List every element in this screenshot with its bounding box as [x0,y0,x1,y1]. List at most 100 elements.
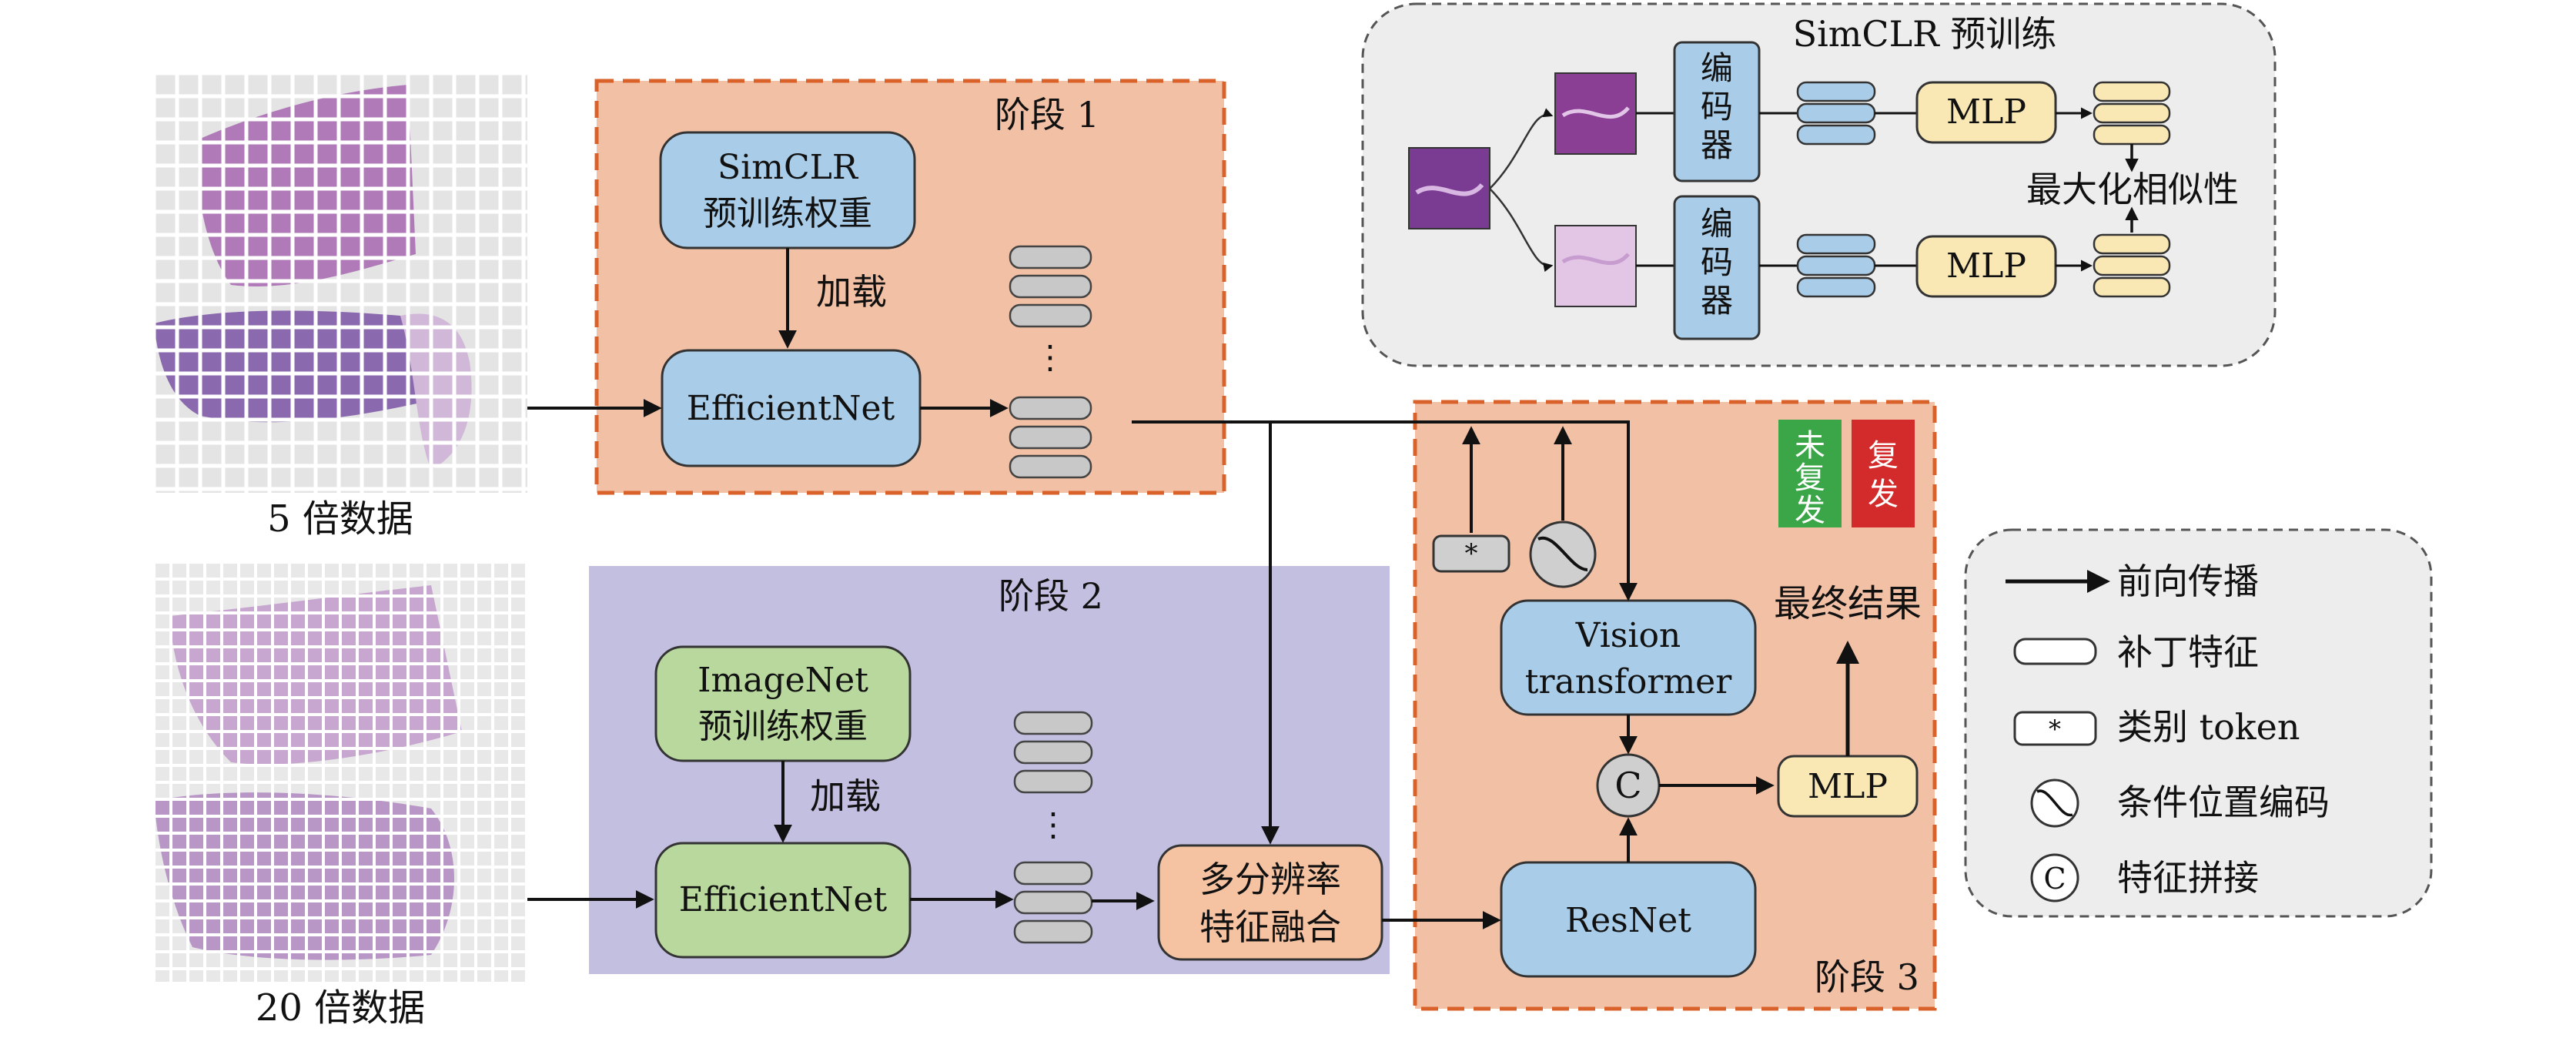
legend-concat-symbol: C [2043,862,2066,896]
vit-line2: transformer [1525,662,1732,701]
augment-arrow [1489,188,1554,273]
stage2-title: 阶段 2 [999,575,1103,617]
no-recurrence-char: 未 [1795,428,1825,464]
stage1-to-vit-arrow [1132,420,1638,601]
maximize-similarity-label: 最大化相似性 [2026,169,2239,210]
feature-token [1796,124,1876,146]
simclr-panel: SimCLR 预训练 编 码 器 编 码 器 MLP [1361,2,2277,367]
pos-encoding-wave [2036,789,2073,817]
patch-feature-token [1009,303,1092,328]
stage1-panel: 阶段 1 SimCLR 预训练权重 加载 EfficientNet ⋮ [594,79,1226,495]
projection-token [2093,124,2171,146]
fusion-line1: 多分辨率 [1199,859,1341,900]
fusion-line2: 特征融合 [1199,906,1341,948]
recurrence-char: 发 [1868,477,1899,512]
feature-token [1796,81,1876,102]
low-mag-slide: 5 倍数据 [154,73,527,541]
encoder-char: 器 [1701,126,1733,164]
patch-grid [154,562,527,982]
legend-patch-feature-label: 补丁特征 [2117,631,2259,673]
stage3-mlp-label: MLP [1808,767,1888,806]
encoder-char: 码 [1701,88,1733,126]
stage3-title: 阶段 3 [1815,956,1919,998]
legend-forward-label: 前向传播 [2117,561,2259,602]
feature-token [1796,255,1876,276]
patch-feature-token [1009,396,1092,420]
no-recurrence-char: 发 [1795,493,1825,528]
pos-encoding-wave [1537,536,1588,571]
legend-border [1964,528,2433,918]
patch-feature-token [1009,454,1092,479]
concat-icon [2030,853,2079,902]
patch-texture [1415,182,1484,196]
stage1-efficientnet-label: EfficientNet [687,389,895,428]
patch-texture [1561,106,1630,119]
imagenet-weights-line2: 预训练权重 [698,707,868,746]
feature-token [1796,233,1876,255]
simclr-mlp-label: MLP [1946,92,2026,132]
stage1-load-label: 加载 [816,271,887,313]
patch-feature-token [1013,740,1093,765]
high-mag-slide: 20 倍数据 [154,562,527,1030]
projection-token [2093,255,2171,276]
connectors [1132,420,1638,929]
patch-feature-token [1013,890,1093,915]
projection-token [2093,102,2171,124]
patch-feature-token [1013,769,1093,794]
legend-class-token-symbol: * [2049,715,2061,744]
encoder-box [1673,41,1761,182]
encoder-char: 码 [1701,243,1733,281]
legend-class-token-label: 类别 token [2117,706,2300,748]
projection-token [2093,81,2171,102]
legend-concat-label: 特征拼接 [2117,857,2259,899]
stage3-panel: 阶段 3 * Vision transformer C ResNet MLP 未… [1413,400,1937,1011]
high-mag-caption: 20 倍数据 [256,986,425,1030]
patch-feature-icon [2013,638,2097,665]
patch-feature-token [1009,245,1092,270]
no-recurrence-char: 复 [1795,460,1825,496]
patch-feature-token [1013,861,1093,886]
recurrence-char: 复 [1868,438,1899,474]
low-mag-caption: 5 倍数据 [267,497,413,541]
stage2-load-label: 加载 [810,775,881,817]
class-token-icon [2013,711,2097,746]
legend: 前向传播 补丁特征 * 类别 token 条件位置编码 C 特征拼接 [1964,528,2433,918]
simclr-weights-line2: 预训练权重 [703,194,872,233]
stage2-efficientnet-label: EfficientNet [679,880,888,919]
simclr-mlp-label: MLP [1946,246,2026,286]
patch-feature-token [1009,274,1092,299]
encoder-box [1673,195,1761,340]
projection-token [2093,233,2171,255]
augment-arrow [1489,108,1554,189]
no-recurrence-badge [1778,420,1842,527]
simclr-title: SimCLR 预训练 [1793,13,2057,55]
concat-symbol: C [1614,765,1641,806]
feature-token [1796,276,1876,298]
ellipsis: ⋮ [1037,805,1069,843]
encoder-char: 器 [1701,282,1733,320]
ellipsis: ⋮ [1034,338,1066,376]
recurrence-badge [1852,420,1915,527]
patch-grid [154,73,527,493]
projection-token [2093,276,2171,298]
pos-encoding-icon [1529,521,1597,588]
encoder-char: 编 [1701,49,1733,87]
stage1-title: 阶段 1 [995,94,1099,136]
feature-token [1796,102,1876,124]
final-result-label: 最终结果 [1774,582,1922,625]
vit-line1: Vision [1575,616,1681,655]
augmented-patch-image [1554,225,1637,307]
fusion-box [1157,844,1383,961]
encoder-char: 编 [1701,205,1733,243]
stage2-panel: 阶段 2 ImageNet 预训练权重 加载 EfficientNet ⋮ 多分… [589,566,1390,974]
legend-pos-encoding-label: 条件位置编码 [2117,782,2330,823]
patch-texture [1561,253,1630,265]
resnet-label: ResNet [1565,901,1691,940]
patch-feature-token [1013,711,1093,735]
simclr-weights-line1: SimCLR [718,148,859,187]
imagenet-weights-line1: ImageNet [698,661,868,700]
class-token-symbol: * [1465,538,1478,569]
patch-feature-token [1009,425,1092,450]
patch-feature-token [1013,919,1093,944]
